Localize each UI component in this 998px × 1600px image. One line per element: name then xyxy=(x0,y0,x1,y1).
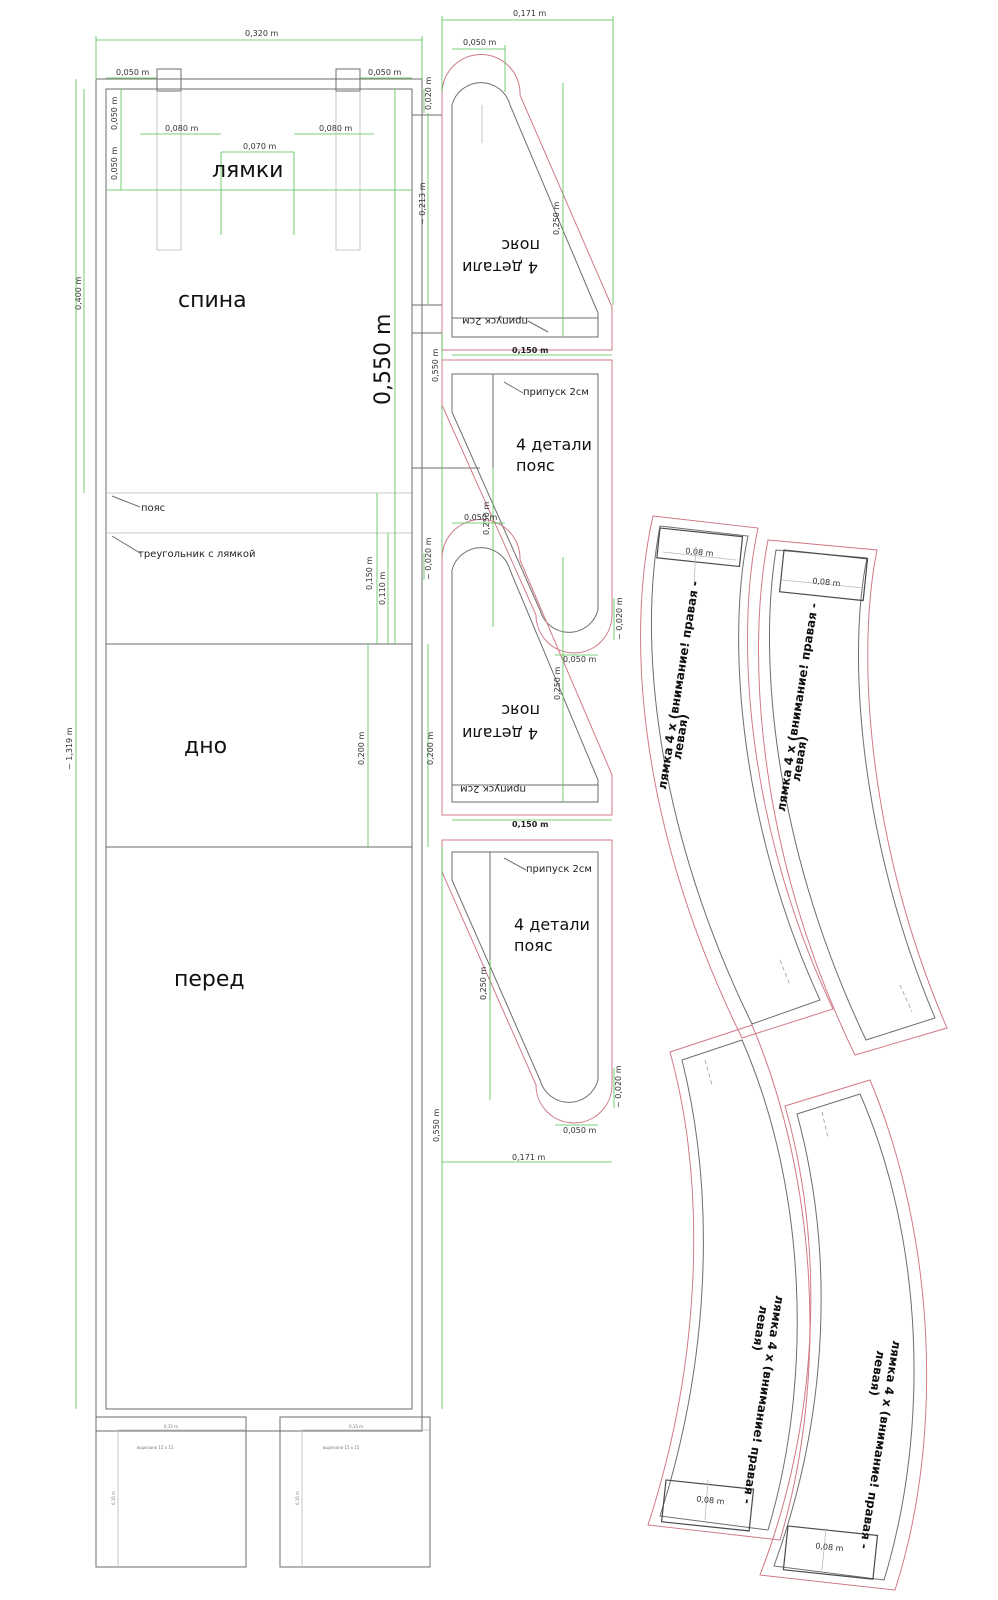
belt1-line2: пояс xyxy=(501,236,540,255)
dim-200-seam: 0,200 m xyxy=(426,732,435,765)
dim-550-seam: 0,550 m xyxy=(431,349,440,382)
belt4-allowance: припуск 2см xyxy=(526,864,592,875)
belt4-line2: пояс xyxy=(514,936,553,955)
belt3-line2: пояс xyxy=(501,701,540,720)
dim-150-v: 0,150 m xyxy=(365,557,374,590)
dim-050-belt1: 0,050 m xyxy=(463,38,496,47)
dim-150-top: 0,150 m xyxy=(512,346,548,355)
belt-piece-2-dims: 0,250 m 0,050 m ~ 0,020 m xyxy=(482,468,624,664)
small-square-1: 0,15 m вырезано 15 х 15 0,15 m xyxy=(95,1416,247,1568)
belt-piece-4 xyxy=(441,839,613,1124)
belt2-line2: пояс xyxy=(516,456,555,475)
small1-dim: 0,15 m xyxy=(164,1424,178,1429)
dim-020-b2: ~ 0,020 m xyxy=(615,597,624,640)
strap-2: 0,08 m лямка 4 х (внимание! правая - лев… xyxy=(758,539,948,1056)
dim-080-right: 0,080 m xyxy=(319,124,352,133)
belt1-allowance: припуск 2см xyxy=(462,315,528,326)
belt-piece-3-dims: 0,050 m ~ 0,020 m 0,250 m 0,150 m 0,200 … xyxy=(423,513,612,847)
strap-4: 0,08 m лямка 4 х (внимание! правая - лев… xyxy=(759,1079,928,1591)
small1-dim-v: 0,15 m xyxy=(111,1491,116,1505)
dim-1319: ~ 1,319 m xyxy=(65,727,74,770)
dim-080-left: 0,080 m xyxy=(165,124,198,133)
dim-250-b2: 0,250 m xyxy=(482,502,491,535)
label-bottom: дно xyxy=(184,734,227,759)
dim-250-b4: 0,250 m xyxy=(479,967,488,1000)
main-panel xyxy=(95,68,480,1432)
belt1-line1: 4 детали xyxy=(462,258,538,277)
belt-piece-3 xyxy=(441,519,613,816)
strap2-dim: 0,08 m xyxy=(812,576,841,588)
dim-050-b2: 0,050 m xyxy=(563,655,596,664)
dim-020-top: 0,020 m xyxy=(424,77,433,110)
belt-piece-2 xyxy=(441,359,613,654)
dim-020-b3: ~ 0,020 m xyxy=(424,537,433,580)
dim-050-b4: 0,050 m xyxy=(563,1126,596,1135)
dim-110: 0,110 m xyxy=(378,572,387,605)
strap-3: 0,08 m лямка 4 х (внимание! правая - лев… xyxy=(647,1024,811,1541)
dim-width-320: 0,320 m xyxy=(245,29,278,38)
belt4-line1: 4 детали xyxy=(514,915,590,934)
dim-050-left: 0,050 m xyxy=(116,68,149,77)
dim-050-v2: 0,050 m xyxy=(110,147,119,180)
dim-020-b4: ~ 0,020 m xyxy=(614,1065,623,1108)
dim-171-bottom: 0,171 m xyxy=(512,1153,545,1162)
dim-550-big: 0,550 m xyxy=(371,314,396,405)
small2-dim-v: 0,15 m xyxy=(295,1491,300,1505)
label-belt: пояс xyxy=(141,503,165,514)
belt3-line1: 4 детали xyxy=(462,724,538,743)
label-triangle: треугольник с лямкой xyxy=(138,549,255,560)
dim-200-main: 0,200 m xyxy=(357,732,366,765)
label-straps: лямки xyxy=(212,158,283,183)
dim-250-top: 0,250 m xyxy=(552,202,561,235)
dim-213: ~ 0,213 m xyxy=(418,182,427,225)
label-front: перед xyxy=(174,967,245,992)
small2-dim: 0,15 m xyxy=(349,1424,363,1429)
strap1-dim: 0,08 m xyxy=(685,546,714,558)
belt-piece-4-dims: 0,250 m 0,050 m ~ 0,020 m 0,171 m 0,550 … xyxy=(432,847,623,1409)
belt3-allowance: припуск 2см xyxy=(460,783,526,794)
dim-050-right: 0,050 m xyxy=(368,68,401,77)
small2-note: вырезано 15 х 15 xyxy=(323,1445,360,1450)
dim-150-b3: 0,150 m xyxy=(512,820,548,829)
small-square-2: 0,15 m вырезано 15 х 15 0,15 m xyxy=(279,1416,431,1568)
belt2-allowance: припуск 2см xyxy=(523,387,589,398)
main-dims: 0,320 m 0,050 m 0,050 m 0,080 m 0,070 m … xyxy=(65,29,423,1409)
dim-250-b3: 0,250 m xyxy=(553,667,562,700)
dim-171-top: 0,171 m xyxy=(513,9,546,18)
strap4-dim: 0,08 m xyxy=(815,1541,844,1553)
dim-070: 0,070 m xyxy=(243,142,276,151)
dim-400: 0,400 m xyxy=(74,277,83,310)
label-back: спина xyxy=(178,288,247,313)
belt-piece-1 xyxy=(441,54,613,351)
strap3-dim: 0,08 m xyxy=(696,1495,725,1507)
dim-050-b3: 0,050 m xyxy=(464,513,497,522)
dim-550-bottom: 0,550 m xyxy=(432,1109,441,1142)
dim-050-v1: 0,050 m xyxy=(110,97,119,130)
small1-note: вырезано 15 х 15 xyxy=(137,1445,174,1450)
belt2-line1: 4 детали xyxy=(516,435,592,454)
